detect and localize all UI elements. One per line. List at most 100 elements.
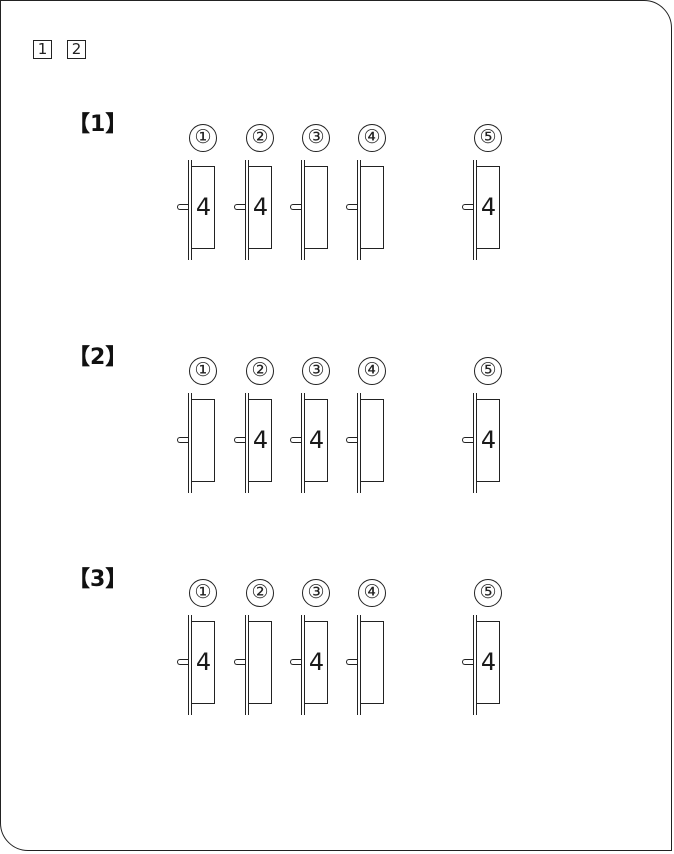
book-spine	[301, 615, 305, 715]
book-page	[477, 166, 500, 249]
tab-bar: 1 2	[33, 40, 86, 59]
bookmark-tab-icon	[462, 204, 474, 210]
book-page	[305, 166, 328, 249]
book-page-option[interactable]: 4	[460, 393, 500, 493]
book-spine	[245, 393, 249, 493]
page-number: 4	[252, 193, 269, 221]
tab-1[interactable]: 1	[33, 40, 52, 59]
page-number: 4	[195, 648, 212, 676]
column-number: ④	[358, 579, 386, 607]
tab-2[interactable]: 2	[67, 40, 86, 59]
book-page	[477, 621, 500, 704]
book-page-option[interactable]: 4	[460, 615, 500, 715]
bookmark-tab-icon	[462, 437, 474, 443]
page-number: 4	[480, 426, 497, 454]
column-number: ④	[358, 124, 386, 152]
page-number: 4	[480, 648, 497, 676]
book-spine	[301, 393, 305, 493]
book-spine	[245, 615, 249, 715]
page-number: 4	[252, 426, 269, 454]
question-label: 【3】	[68, 567, 128, 592]
bookmark-tab-icon	[177, 437, 189, 443]
column-number: ③	[302, 124, 330, 152]
book-spine	[473, 615, 477, 715]
column-number: ②	[246, 357, 274, 385]
page-number	[361, 399, 384, 482]
bookmark-tab-icon	[290, 204, 302, 210]
book-spine	[245, 160, 249, 260]
column-number: ⑤	[474, 357, 502, 385]
book-spine	[188, 615, 192, 715]
bookmark-tab-icon	[234, 204, 246, 210]
book-spine	[357, 393, 361, 493]
book-page-option[interactable]: 4	[232, 160, 272, 260]
page-number: 4	[308, 648, 325, 676]
bookmark-tab-icon	[234, 659, 246, 665]
column-number: ③	[302, 357, 330, 385]
page-number	[305, 166, 328, 249]
book-page	[361, 166, 384, 249]
book-page-option[interactable]: 4	[288, 393, 328, 493]
question-label: 【2】	[68, 345, 128, 370]
column-number: ①	[189, 357, 217, 385]
book-spine	[188, 393, 192, 493]
page-number: 4	[195, 193, 212, 221]
book-spine	[301, 160, 305, 260]
bookmark-tab-icon	[346, 659, 358, 665]
book-page-option[interactable]: 4	[288, 615, 328, 715]
page-number: 4	[308, 426, 325, 454]
book-page	[249, 166, 272, 249]
book-page	[305, 621, 328, 704]
bookmark-tab-icon	[346, 437, 358, 443]
column-number: ①	[189, 579, 217, 607]
book-page-option[interactable]: 4	[175, 615, 215, 715]
book-page-option[interactable]	[232, 615, 272, 715]
book-spine	[357, 615, 361, 715]
column-number: ④	[358, 357, 386, 385]
book-page-option[interactable]	[344, 393, 384, 493]
book-page	[477, 399, 500, 482]
book-page-option[interactable]: 4	[175, 160, 215, 260]
question-2: 【2】 ① ② 4 ③ 4 ④ ⑤ 4	[0, 345, 674, 505]
column-number: ⑤	[474, 579, 502, 607]
book-page	[192, 399, 215, 482]
page-number	[361, 166, 384, 249]
book-spine	[473, 160, 477, 260]
bookmark-tab-icon	[234, 437, 246, 443]
book-page-option[interactable]	[344, 160, 384, 260]
bookmark-tab-icon	[177, 659, 189, 665]
column-number: ②	[246, 124, 274, 152]
book-spine	[357, 160, 361, 260]
book-page	[192, 166, 215, 249]
bookmark-tab-icon	[346, 204, 358, 210]
page-number	[192, 399, 215, 482]
book-page	[361, 621, 384, 704]
page-number	[249, 621, 272, 704]
column-number: ①	[189, 124, 217, 152]
book-spine	[188, 160, 192, 260]
book-page	[305, 399, 328, 482]
book-page	[361, 399, 384, 482]
book-page-option[interactable]: 4	[232, 393, 272, 493]
bookmark-tab-icon	[290, 437, 302, 443]
bookmark-tab-icon	[177, 204, 189, 210]
question-label: 【1】	[68, 112, 128, 137]
column-number: ⑤	[474, 124, 502, 152]
book-page-option[interactable]	[344, 615, 384, 715]
page-number: 4	[480, 193, 497, 221]
book-page-option[interactable]	[175, 393, 215, 493]
bookmark-tab-icon	[462, 659, 474, 665]
column-number: ③	[302, 579, 330, 607]
book-page	[249, 399, 272, 482]
column-number: ②	[246, 579, 274, 607]
book-page	[249, 621, 272, 704]
book-spine	[473, 393, 477, 493]
page-number	[361, 621, 384, 704]
bookmark-tab-icon	[290, 659, 302, 665]
book-page-option[interactable]: 4	[460, 160, 500, 260]
book-page-option[interactable]	[288, 160, 328, 260]
book-page	[192, 621, 215, 704]
